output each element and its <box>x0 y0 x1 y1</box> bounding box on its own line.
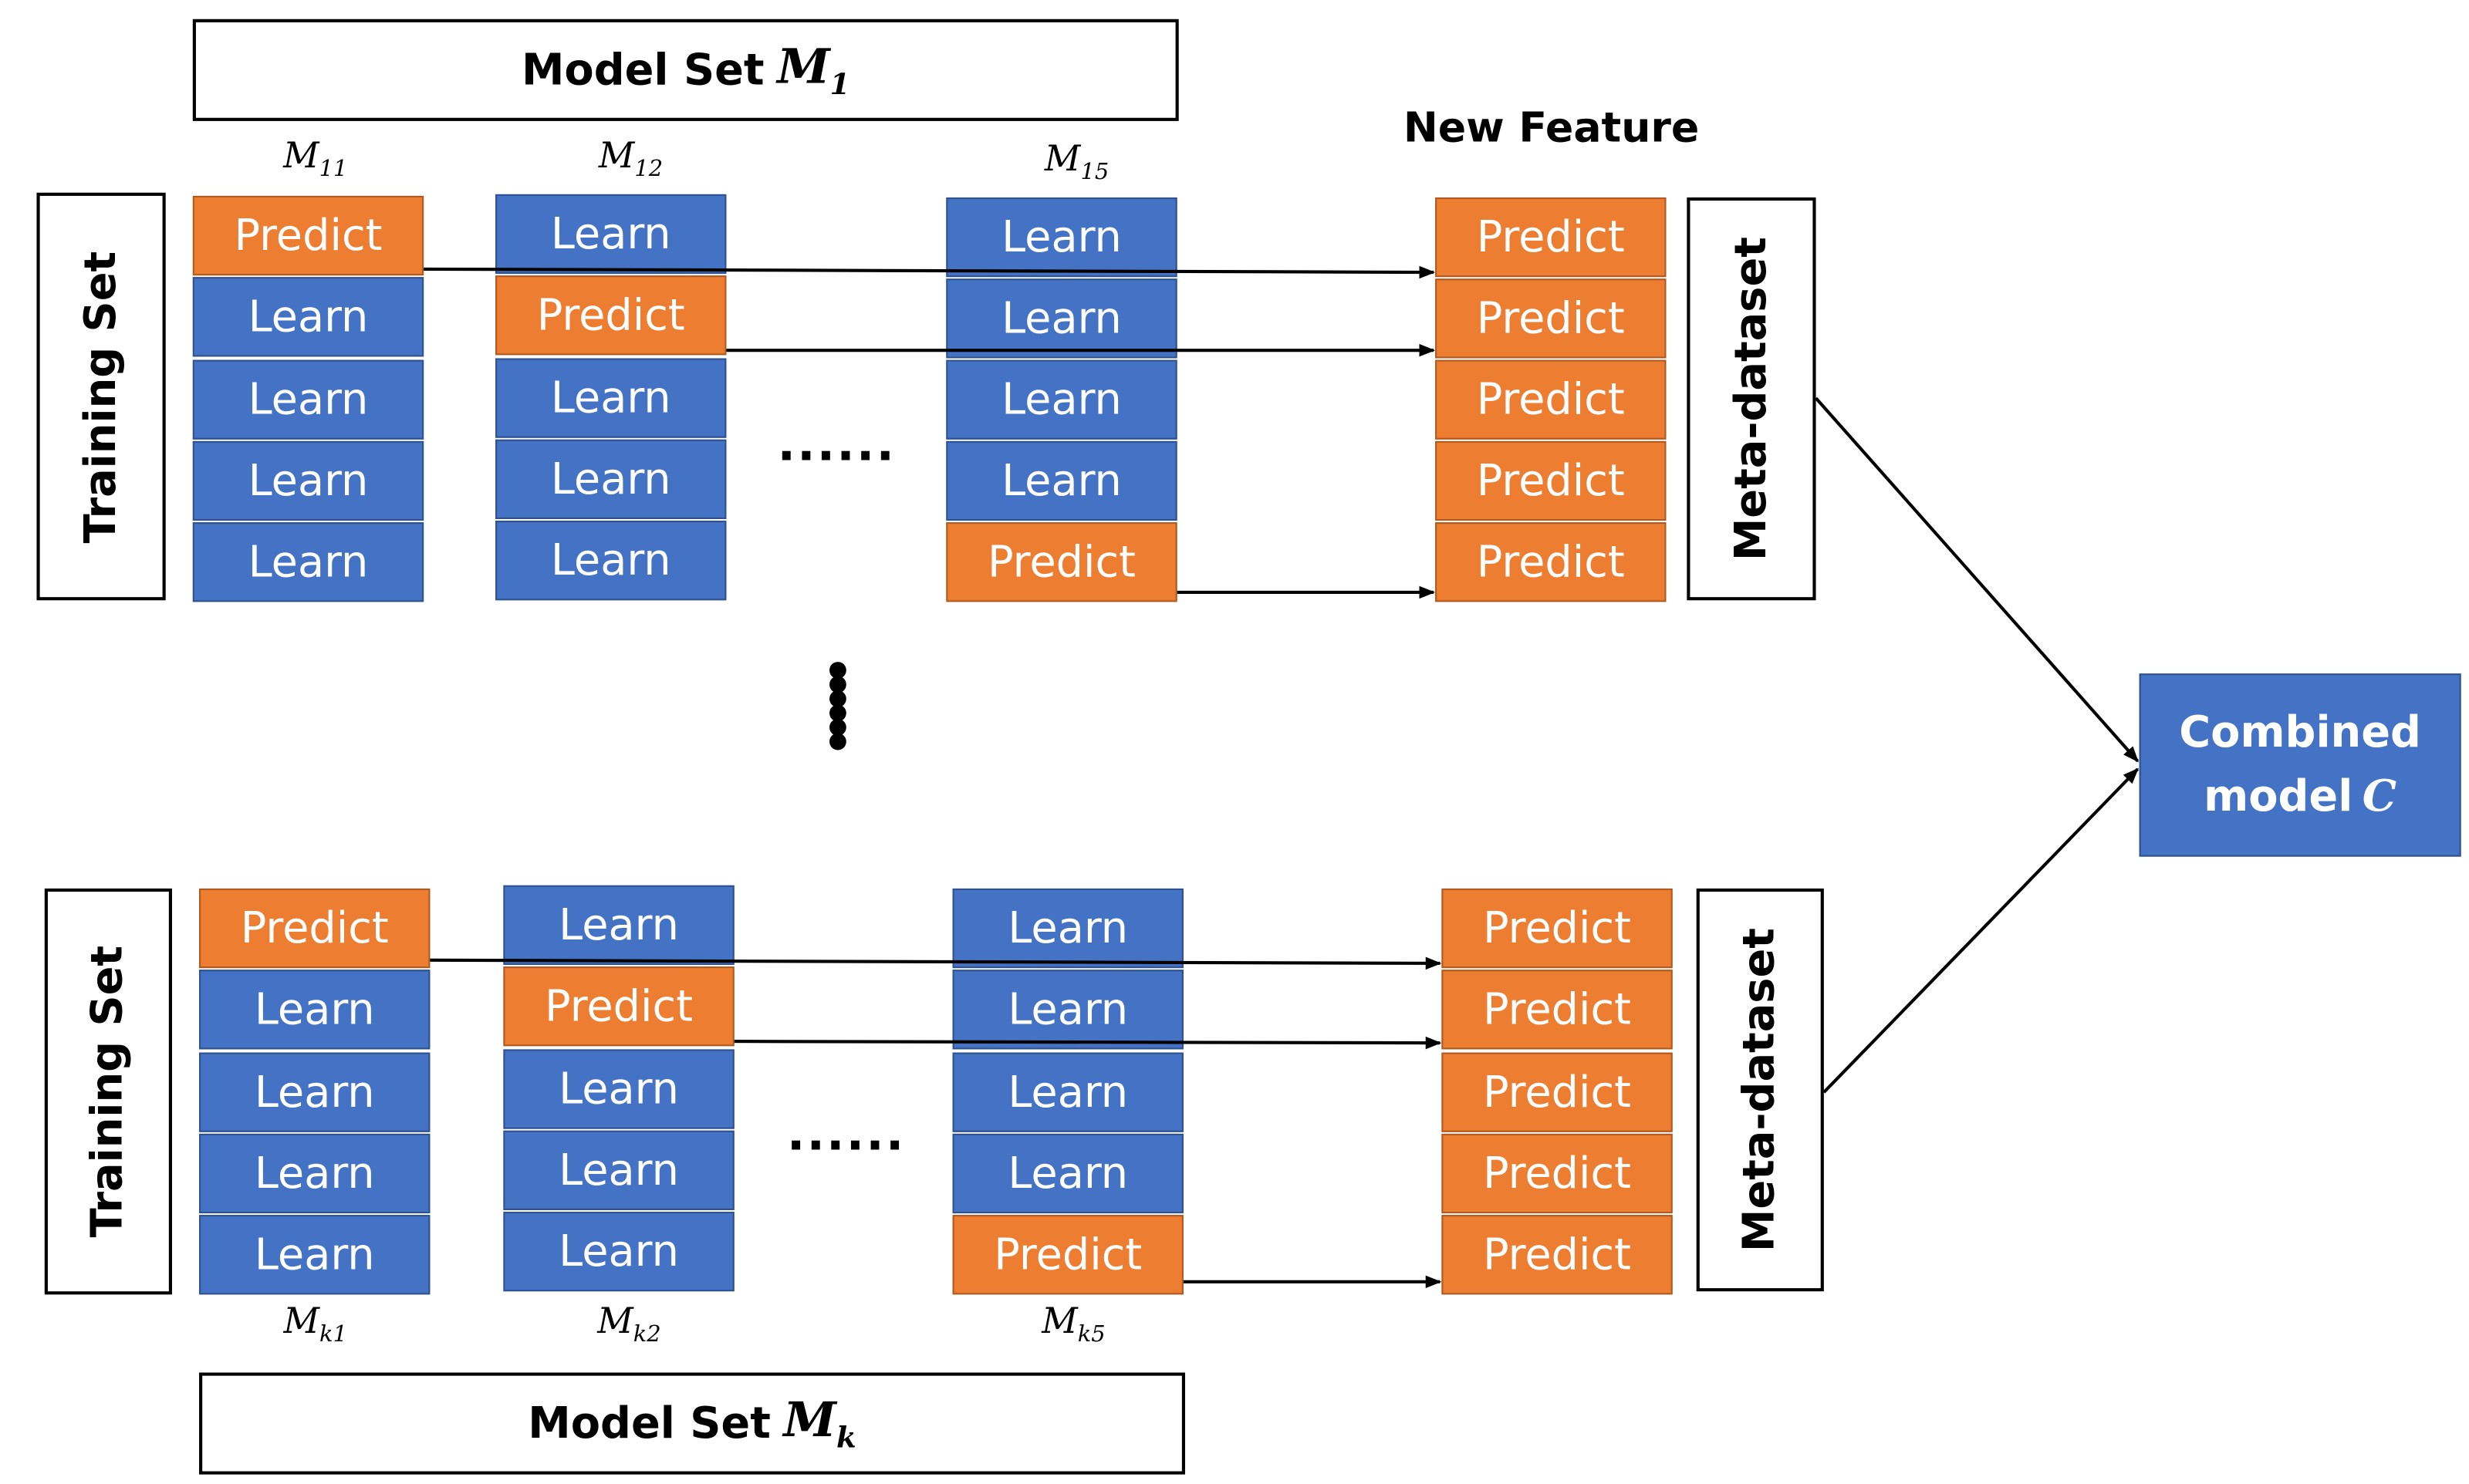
vertical-dots: • • • • • • <box>822 649 853 768</box>
top-feature-5: Predict <box>1435 522 1667 602</box>
top-c1-r4: Learn <box>192 440 424 521</box>
arrow-bottom-1 <box>430 956 1442 970</box>
top-c1-r5: Learn <box>192 522 424 602</box>
top-col-label-2: M12 <box>598 137 664 183</box>
bottom-training-set-box: Training Set <box>44 888 172 1295</box>
top-training-set-box: Training Set <box>36 192 166 601</box>
bottom-col-label-3: Mk5 <box>1042 1302 1106 1348</box>
top-c3-r1: Learn <box>946 197 1177 278</box>
bottom-c2-r3: Learn <box>503 1049 735 1129</box>
top-c2-r4: Learn <box>495 439 727 519</box>
top-c1-r3: Learn <box>192 359 424 440</box>
bottom-c3-r2: Learn <box>952 970 1184 1050</box>
top-c2-r3: Learn <box>495 358 727 438</box>
new-feature-label: New Feature <box>1403 105 1700 153</box>
top-c1-r1: Predict <box>192 195 424 276</box>
bottom-c3-r1: Learn <box>952 888 1184 969</box>
top-feature-4: Predict <box>1435 440 1667 521</box>
top-feature-2: Predict <box>1435 278 1667 359</box>
bottom-feature-4: Predict <box>1441 1133 1673 1214</box>
combined-line1: Combined <box>2179 707 2421 757</box>
top-c3-r2: Learn <box>946 278 1177 359</box>
bottom-c2-r2: Predict <box>503 966 735 1047</box>
arrow-bottom-2 <box>734 1036 1442 1050</box>
bottom-col-label-1: Mk1 <box>283 1302 347 1348</box>
top-col-label-1: M11 <box>283 137 348 183</box>
bottom-model-set-var: Mk <box>783 1392 856 1455</box>
arrow-meta-bottom <box>1822 767 2140 1094</box>
top-model-set-var: M1 <box>777 39 850 102</box>
top-c1-r2: Learn <box>192 277 424 357</box>
bottom-col-label-2: Mk2 <box>597 1302 661 1348</box>
top-horizontal-dots: ...... <box>777 417 897 474</box>
top-feature-1: Predict <box>1435 197 1667 278</box>
top-c3-r3: Learn <box>946 359 1177 440</box>
arrow-top-1 <box>424 265 1436 279</box>
bottom-c2-r1: Learn <box>503 885 735 966</box>
bottom-model-set-label: Model Set <box>528 1398 771 1449</box>
bottom-horizontal-dots: ...... <box>786 1106 906 1163</box>
bottom-c1-r2: Learn <box>199 970 431 1050</box>
top-model-set-label: Model Set <box>521 45 765 95</box>
top-meta-dataset-box: Meta-dataset <box>1687 197 1816 601</box>
bottom-feature-2: Predict <box>1441 970 1673 1050</box>
top-model-set-box: Model Set M1 <box>192 19 1179 121</box>
bottom-c3-r5: Predict <box>952 1215 1184 1295</box>
bottom-c2-r5: Learn <box>503 1212 735 1292</box>
top-col-label-3: M15 <box>1044 140 1110 186</box>
top-feature-3: Predict <box>1435 359 1667 440</box>
arrow-meta-top <box>1814 396 2140 763</box>
bottom-c1-r5: Learn <box>199 1215 431 1295</box>
bottom-feature-5: Predict <box>1441 1215 1673 1295</box>
top-c2-r1: Learn <box>495 194 727 275</box>
bottom-model-set-box: Model Set Mk <box>199 1372 1185 1475</box>
bottom-c3-r3: Learn <box>952 1052 1184 1132</box>
top-c3-r4: Learn <box>946 440 1177 521</box>
bottom-meta-dataset-box: Meta-dataset <box>1696 888 1824 1292</box>
bottom-c1-r4: Learn <box>199 1133 431 1214</box>
top-c3-r5: Predict <box>946 522 1177 602</box>
bottom-c1-r1: Predict <box>199 888 431 969</box>
bottom-feature-1: Predict <box>1441 888 1673 969</box>
bottom-feature-3: Predict <box>1441 1052 1673 1132</box>
top-c2-r2: Predict <box>495 275 727 356</box>
bottom-c3-r4: Learn <box>952 1133 1184 1214</box>
bottom-c1-r3: Learn <box>199 1052 431 1132</box>
top-c2-r5: Learn <box>495 521 727 601</box>
bottom-c2-r4: Learn <box>503 1130 735 1210</box>
